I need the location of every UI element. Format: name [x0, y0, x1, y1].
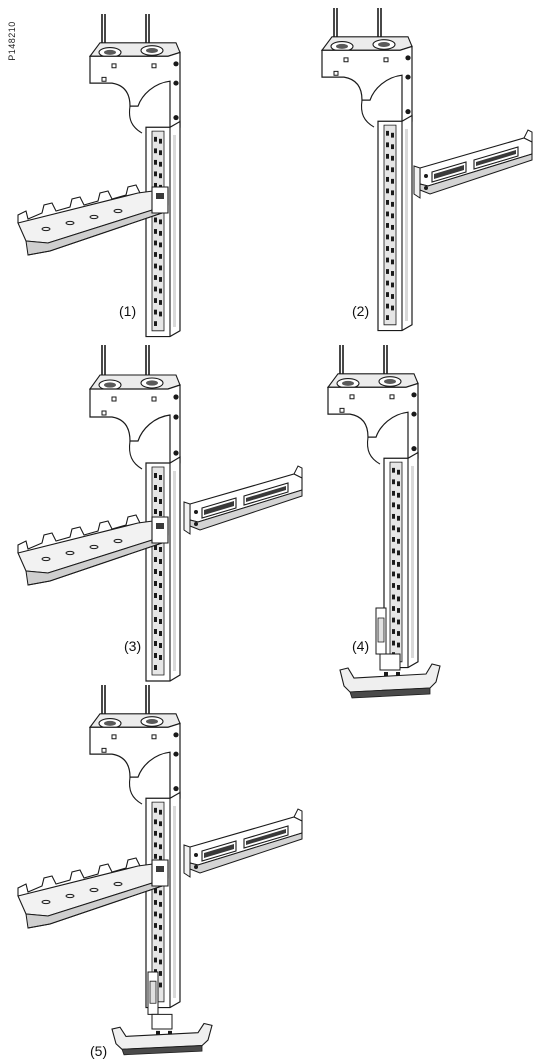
figure-2	[321, 7, 533, 332]
figure-5	[17, 684, 303, 1056]
figure-4	[327, 344, 441, 699]
figure-label-1: (1)	[118, 303, 138, 319]
figure-label-4: (4)	[351, 638, 371, 654]
figure-label-5: (5)	[89, 1043, 109, 1059]
figure-label-3: (3)	[123, 638, 143, 654]
figure-3	[17, 344, 303, 682]
figure-label-2: (2)	[351, 303, 371, 319]
document-id: P148210	[6, 21, 17, 61]
figure-1	[17, 13, 181, 338]
